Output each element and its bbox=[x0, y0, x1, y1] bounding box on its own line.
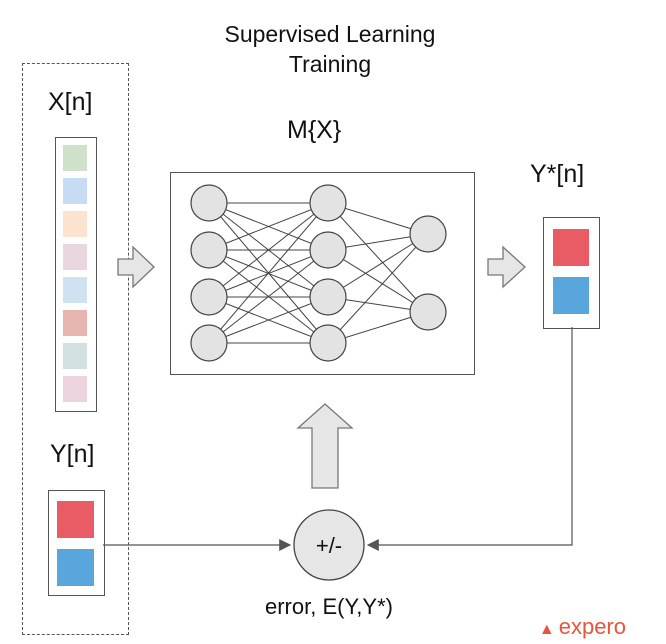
network-edge bbox=[208, 202, 329, 251]
network-edge bbox=[327, 233, 429, 344]
input-swatch bbox=[63, 343, 87, 369]
network-node bbox=[190, 324, 228, 362]
network-node bbox=[190, 231, 228, 269]
target-swatch bbox=[57, 501, 94, 538]
target-swatch bbox=[57, 549, 94, 586]
diagram-title-line2: Training bbox=[288, 51, 372, 77]
target-label: Y[n] bbox=[50, 440, 95, 468]
network-node bbox=[409, 215, 447, 253]
input-swatch bbox=[63, 244, 87, 270]
network-edge bbox=[208, 202, 329, 344]
error-node-label: +/- bbox=[316, 533, 342, 558]
diagram-title-line1: Supervised Learning bbox=[224, 21, 436, 47]
error-caption: error, E(Y,Y*) bbox=[265, 594, 393, 619]
input-label: X[n] bbox=[48, 88, 93, 116]
input-swatch bbox=[63, 145, 87, 171]
network-node bbox=[309, 278, 347, 316]
network-edge bbox=[208, 249, 329, 344]
error-feedback-up-arrow-icon bbox=[296, 403, 354, 489]
expero-triangle-icon: ▲ bbox=[538, 621, 555, 638]
network-edge bbox=[327, 249, 429, 313]
network-edge bbox=[327, 202, 429, 313]
output-to-error-line bbox=[366, 327, 573, 551]
network-node bbox=[190, 278, 228, 316]
model-to-output-arrow-icon bbox=[487, 245, 526, 289]
model-label: M{X} bbox=[287, 116, 342, 144]
logo-text: expero bbox=[558, 614, 626, 639]
network-edge bbox=[208, 296, 329, 344]
input-to-model-arrow-icon bbox=[117, 245, 155, 289]
network-node bbox=[190, 184, 228, 222]
network-node bbox=[409, 293, 447, 331]
output-swatch bbox=[553, 277, 589, 314]
network-node bbox=[309, 231, 347, 269]
input-swatch bbox=[63, 277, 87, 303]
network-edge bbox=[327, 233, 429, 298]
training-data-group bbox=[22, 63, 129, 635]
input-swatch bbox=[63, 310, 87, 336]
network-node bbox=[309, 324, 347, 362]
expero-logo: ▲expero bbox=[539, 614, 626, 640]
input-swatch bbox=[63, 376, 87, 402]
output-swatch bbox=[553, 229, 589, 266]
network-edge bbox=[208, 202, 329, 298]
error-node bbox=[293, 509, 365, 581]
output-label: Y*[n] bbox=[530, 160, 585, 188]
input-swatch bbox=[63, 211, 87, 237]
input-swatch bbox=[63, 178, 87, 204]
network-node bbox=[309, 184, 347, 222]
